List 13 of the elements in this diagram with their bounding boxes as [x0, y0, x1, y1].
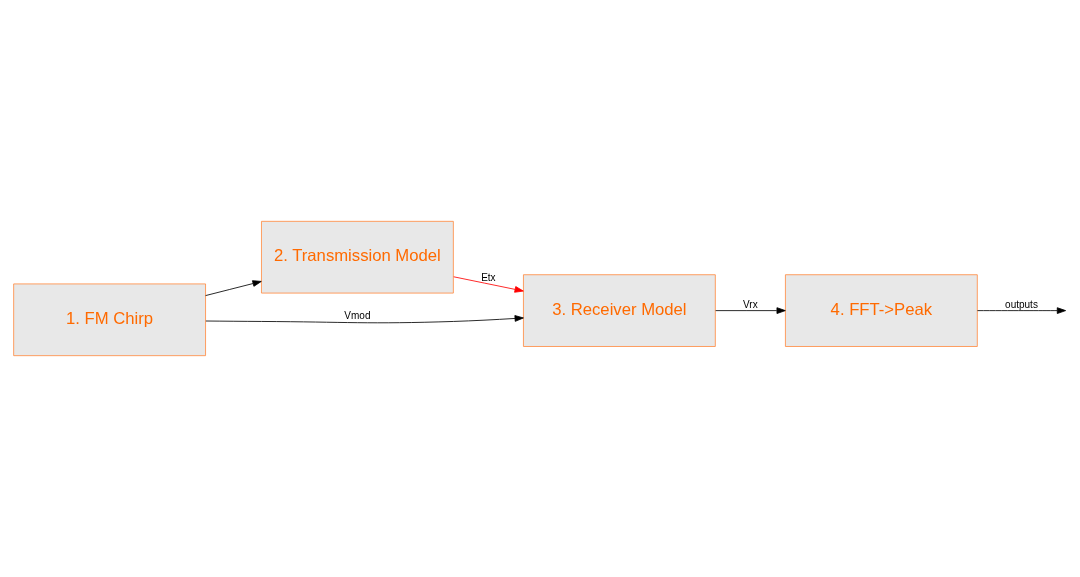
- node-box: 2. Transmission Model: [261, 220, 454, 294]
- arrow: [715, 307, 786, 314]
- edge-label: outputs: [1005, 298, 1038, 310]
- edge-label: Vrx: [743, 298, 758, 310]
- arrow: [205, 315, 524, 324]
- arrow: [977, 307, 1067, 314]
- arrow: [453, 276, 524, 293]
- node-box: 3. Receiver Model: [523, 274, 716, 347]
- node-box: 4. FFT->Peak: [785, 274, 978, 347]
- edge-label: Vmod: [344, 309, 371, 321]
- node-box: 1. FM Chirp: [13, 283, 206, 357]
- edge-label: Etx: [481, 272, 496, 284]
- arrow: [205, 280, 262, 296]
